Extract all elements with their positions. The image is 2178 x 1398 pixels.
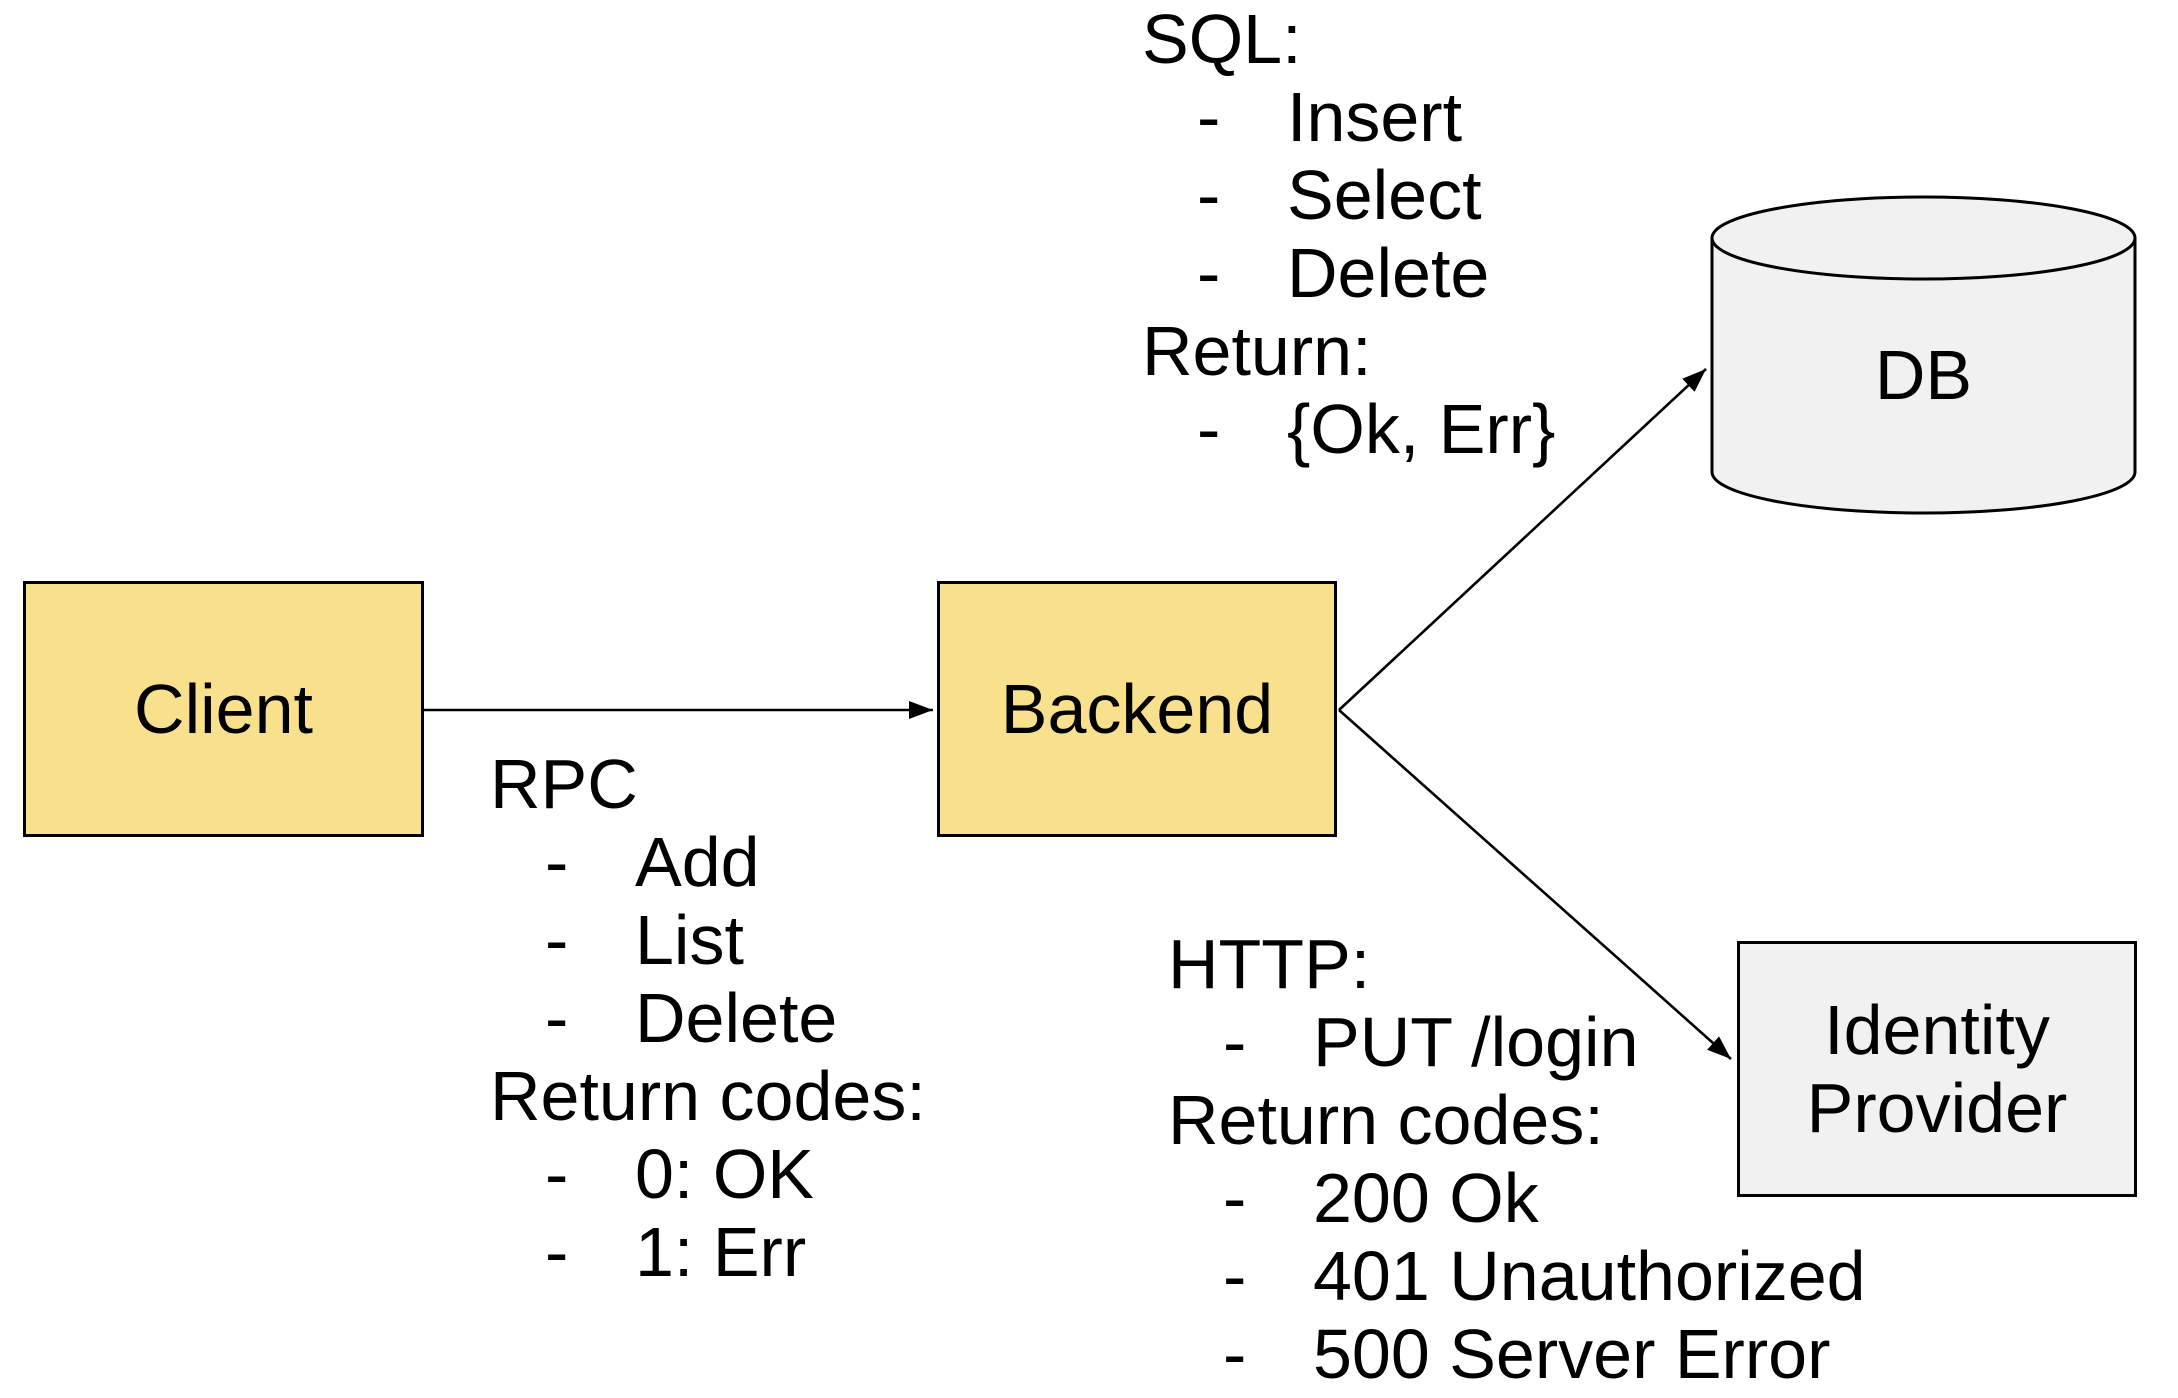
bullet-dash: - [1223, 1159, 1247, 1237]
http-title: HTTP: [1168, 925, 1371, 1003]
backend-node: Backend [937, 581, 1337, 837]
db-cylinder-shape [1710, 195, 2137, 515]
sql-item: - Delete [1197, 234, 1490, 312]
bullet-dash: - [1197, 234, 1221, 312]
bullet-dash: - [545, 979, 569, 1057]
arrow-backend-to-identity-provider [1338, 709, 1732, 1060]
bullet-dash: - [1197, 156, 1221, 234]
backend-node-label: Backend [1000, 670, 1274, 748]
http-return-item: - 200 Ok [1223, 1159, 1539, 1237]
sql-item: - Select [1197, 156, 1482, 234]
sql-annotation: SQL: - Insert - Select - Delete Return: … [1142, 0, 1555, 468]
rpc-title: RPC [490, 745, 638, 823]
bullet-dash: - [545, 823, 569, 901]
db-node-label: DB [1874, 335, 1973, 414]
sql-item: - Insert [1197, 78, 1463, 156]
client-node-label: Client [134, 670, 313, 748]
sql-return-title: Return: [1142, 312, 1372, 390]
bullet-dash: - [1197, 390, 1221, 468]
bullet-dash: - [545, 901, 569, 979]
bullet-dash: - [545, 1213, 569, 1291]
http-item: - PUT /login [1223, 1003, 1639, 1081]
rpc-return-title: Return codes: [490, 1057, 926, 1135]
identity-provider-node: Identity Provider [1737, 941, 2137, 1197]
rpc-return-item: - 0: OK [545, 1135, 814, 1213]
http-return-item: - 401 Unauthorized [1223, 1237, 1866, 1315]
rpc-item: - Delete [545, 979, 838, 1057]
sql-title: SQL: [1142, 0, 1302, 78]
rpc-return-item: - 1: Err [545, 1213, 807, 1291]
http-return-title: Return codes: [1168, 1081, 1604, 1159]
identity-provider-node-label: Identity Provider [1806, 991, 2068, 1147]
rpc-item: - Add [545, 823, 760, 901]
sql-return-item: - {Ok, Err} [1197, 390, 1556, 468]
bullet-dash: - [1223, 1003, 1247, 1081]
rpc-item: - List [545, 901, 744, 979]
rpc-annotation: RPC - Add - List - Delete Return codes: … [490, 745, 926, 1291]
bullet-dash: - [1223, 1237, 1247, 1315]
arrow-backend-to-db [1338, 368, 1707, 711]
client-node: Client [23, 581, 424, 837]
bullet-dash: - [1223, 1315, 1247, 1393]
http-return-item: - 500 Server Error [1223, 1315, 1831, 1393]
bullet-dash: - [1197, 78, 1221, 156]
bullet-dash: - [545, 1135, 569, 1213]
http-annotation: HTTP: - PUT /login Return codes: - 200 O… [1168, 925, 1866, 1393]
